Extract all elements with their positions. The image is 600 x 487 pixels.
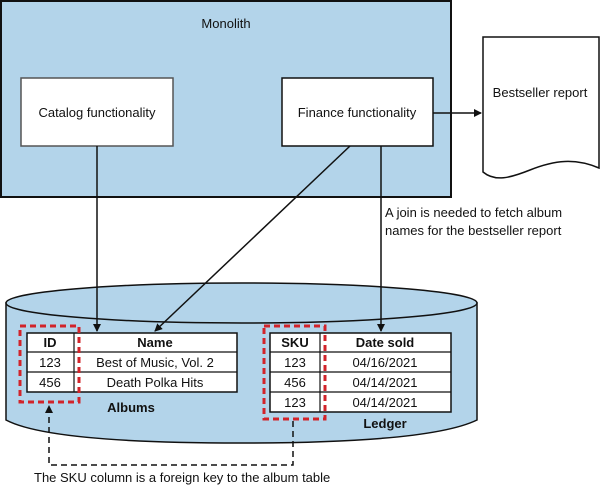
- finance-to-albums-arrow: [154, 145, 351, 332]
- finance-functionality-label: Finance functionality: [298, 105, 417, 120]
- table-row: 123 04/14/2021: [284, 395, 417, 410]
- ledger-table: SKU Date sold 123 04/16/2021 456 04/14/2…: [269, 332, 452, 431]
- albums-cell-name: Best of Music, Vol. 2: [96, 355, 214, 370]
- ledger-sku-highlight: [262, 324, 327, 421]
- albums-cell-id: 123: [39, 355, 61, 370]
- foreign-key-connector: [45, 405, 294, 466]
- foreign-key-arrowhead: [45, 405, 53, 413]
- ledger-cell-date: 04/14/2021: [352, 375, 417, 390]
- bestseller-report-document: Bestseller report: [482, 36, 600, 179]
- monolith-title: Monolith: [201, 16, 250, 31]
- bestseller-report-label: Bestseller report: [493, 85, 588, 100]
- ledger-cell-sku: 456: [284, 375, 306, 390]
- ledger-header-sku: SKU: [281, 335, 308, 350]
- join-note-line-1: A join is needed to fetch album: [385, 205, 562, 220]
- join-note-line-2: names for the bestseller report: [385, 223, 562, 238]
- table-row: 123 Best of Music, Vol. 2: [39, 355, 214, 370]
- albums-header-name: Name: [137, 335, 172, 350]
- foreign-key-note: The SKU column is a foreign key to the a…: [34, 470, 330, 485]
- catalog-functionality-label: Catalog functionality: [38, 105, 156, 120]
- ledger-caption: Ledger: [363, 416, 406, 431]
- ledger-header-date-sold: Date sold: [356, 335, 415, 350]
- table-row: 456 04/14/2021: [284, 375, 417, 390]
- albums-cell-name: Death Polka Hits: [107, 375, 204, 390]
- table-row: 123 04/16/2021: [284, 355, 417, 370]
- albums-header-id: ID: [44, 335, 57, 350]
- table-row: 456 Death Polka Hits: [39, 375, 204, 390]
- catalog-functionality-box: Catalog functionality: [20, 77, 174, 147]
- ledger-cell-date: 04/14/2021: [352, 395, 417, 410]
- albums-table: ID Name 123 Best of Music, Vol. 2 456 De…: [26, 332, 238, 415]
- finance-functionality-box: Finance functionality: [281, 77, 434, 147]
- ledger-cell-sku: 123: [284, 395, 306, 410]
- albums-caption: Albums: [107, 400, 155, 415]
- albums-id-highlight: [18, 324, 81, 404]
- ledger-cell-date: 04/16/2021: [352, 355, 417, 370]
- ledger-cell-sku: 123: [284, 355, 306, 370]
- albums-cell-id: 456: [39, 375, 61, 390]
